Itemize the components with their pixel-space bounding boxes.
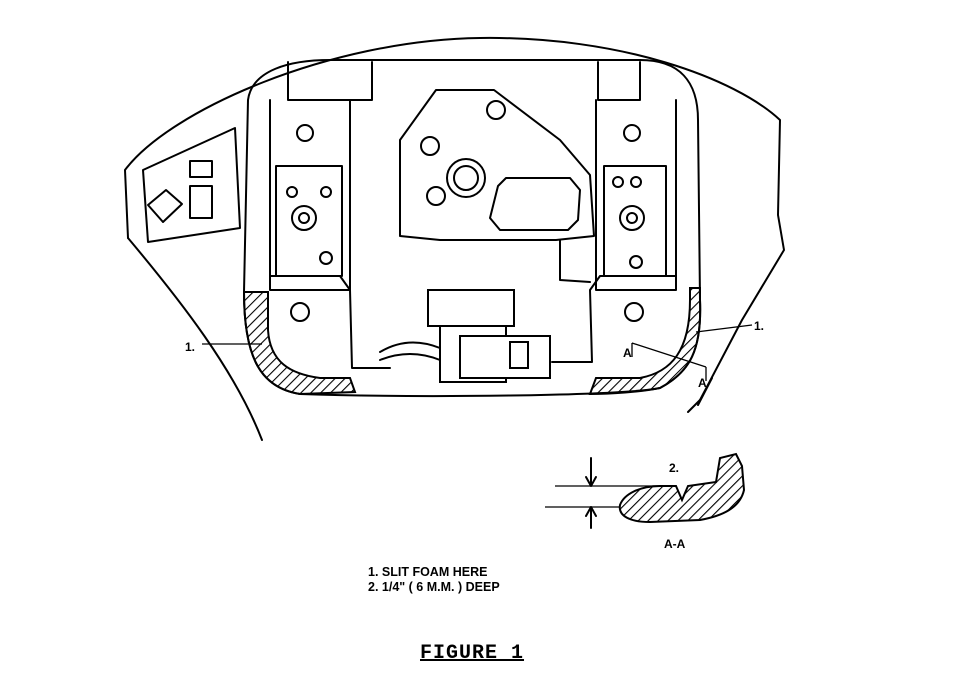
dim-arrow-bottom	[585, 506, 597, 529]
connector-wires	[379, 341, 441, 361]
right-mount-screw-inner	[626, 212, 638, 224]
right-upper-hole	[623, 124, 641, 142]
callout-detail-two: 2.	[669, 461, 680, 475]
wire-harness-right	[551, 275, 677, 363]
connector-plug-tab	[509, 341, 529, 369]
right-mount-screw	[619, 205, 645, 231]
section-line-a-a	[631, 342, 707, 381]
hub-bolt-lower-left	[426, 186, 446, 206]
dim-arrow-top	[585, 457, 597, 487]
connector-plug	[459, 335, 551, 379]
wire-harness-top	[559, 239, 591, 283]
wheel-outline	[124, 36, 785, 401]
callout-left-one: 1.	[185, 340, 196, 354]
hub-bolt-upper-left	[420, 136, 440, 156]
left-mount-pin-2	[320, 186, 332, 198]
note-depth: 2. 1/4" ( 6 M.M. ) DEEP	[368, 580, 500, 594]
left-control-pod	[142, 127, 241, 243]
wheel-lower-right-edge	[687, 399, 701, 413]
wire-harness-left	[269, 275, 391, 369]
cover-top-right-notch	[597, 61, 641, 101]
left-mount-screw	[291, 205, 317, 231]
right-mount-pin-2	[630, 176, 642, 188]
right-mount-column	[595, 99, 677, 291]
hub-nut-outer	[446, 158, 486, 198]
left-mount-column	[269, 99, 351, 291]
callout-section-a-upper: A	[623, 346, 632, 360]
pod-button-slanted	[147, 189, 183, 223]
right-mount-pin-1	[612, 176, 624, 188]
left-mount-pin-3	[319, 251, 333, 265]
left-lower-hole	[290, 302, 310, 322]
leader-right-one	[695, 324, 753, 333]
foam-hatched-area	[242, 287, 702, 396]
figure-title: FIGURE 1	[420, 642, 525, 665]
left-upper-hole	[296, 124, 314, 142]
connector-block	[427, 289, 515, 327]
callout-right-one: 1.	[754, 319, 765, 333]
hub-nut-inner	[453, 165, 479, 191]
left-mount-screw-inner	[298, 212, 310, 224]
right-mount-pin-3	[629, 255, 643, 269]
section-label-a-a: A-A	[664, 537, 686, 551]
section-line-extension	[697, 377, 713, 406]
right-lower-hole	[624, 302, 644, 322]
note-slit-foam: 1. SLIT FOAM HERE	[368, 565, 488, 579]
hub-bolt-upper-right	[486, 100, 506, 120]
left-mount-pin-1	[286, 186, 298, 198]
hub-slot	[489, 177, 581, 231]
pod-button-upper	[189, 160, 213, 178]
callout-section-a-lower: A	[698, 376, 707, 390]
cover-top-left-notch	[287, 61, 373, 101]
wheel-lower-left-edge	[127, 237, 263, 441]
center-hub-plate	[399, 89, 595, 241]
foam-section-detail	[618, 452, 746, 524]
pod-button-lower	[189, 185, 213, 219]
